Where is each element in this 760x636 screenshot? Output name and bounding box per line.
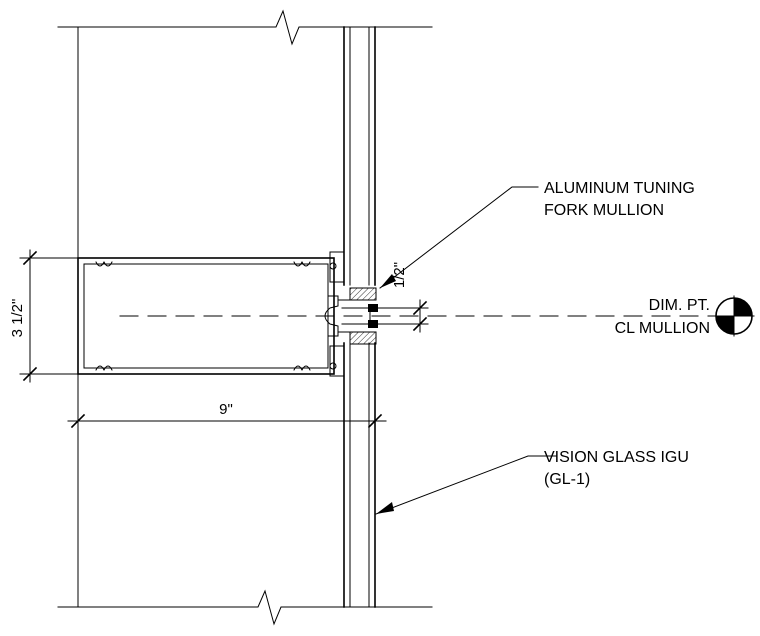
callout-mullion-line2: FORK MULLION (544, 202, 664, 219)
callout-mullion-line1: ALUMINUM TUNING (544, 180, 695, 197)
aluminum-mullion-profile (77, 251, 377, 377)
callout-leader-mullion (379, 186, 539, 289)
dimension-mullion-depth (19, 249, 79, 383)
datum-target-icon (713, 295, 755, 337)
vision-glass-igu (343, 26, 376, 608)
callout-glass-line1: VISION GLASS IGU (544, 449, 689, 466)
callout-glass-line2: (GL-1) (544, 471, 590, 488)
glazing-gaskets (349, 287, 378, 345)
dimension-label-mullion-depth: 3 1/2" (9, 299, 26, 338)
dimension-offset (377, 299, 429, 333)
dimension-overall-width (67, 373, 387, 431)
dimension-label-offset: 1/2" (391, 262, 408, 288)
dim-point-line2: CL MULLION (615, 320, 710, 337)
dim-point-line1: DIM. PT. (649, 297, 710, 314)
callout-leader-glass (375, 455, 557, 515)
dimension-label-overall-width: 9" (219, 401, 233, 418)
wall-outline (57, 9, 433, 626)
